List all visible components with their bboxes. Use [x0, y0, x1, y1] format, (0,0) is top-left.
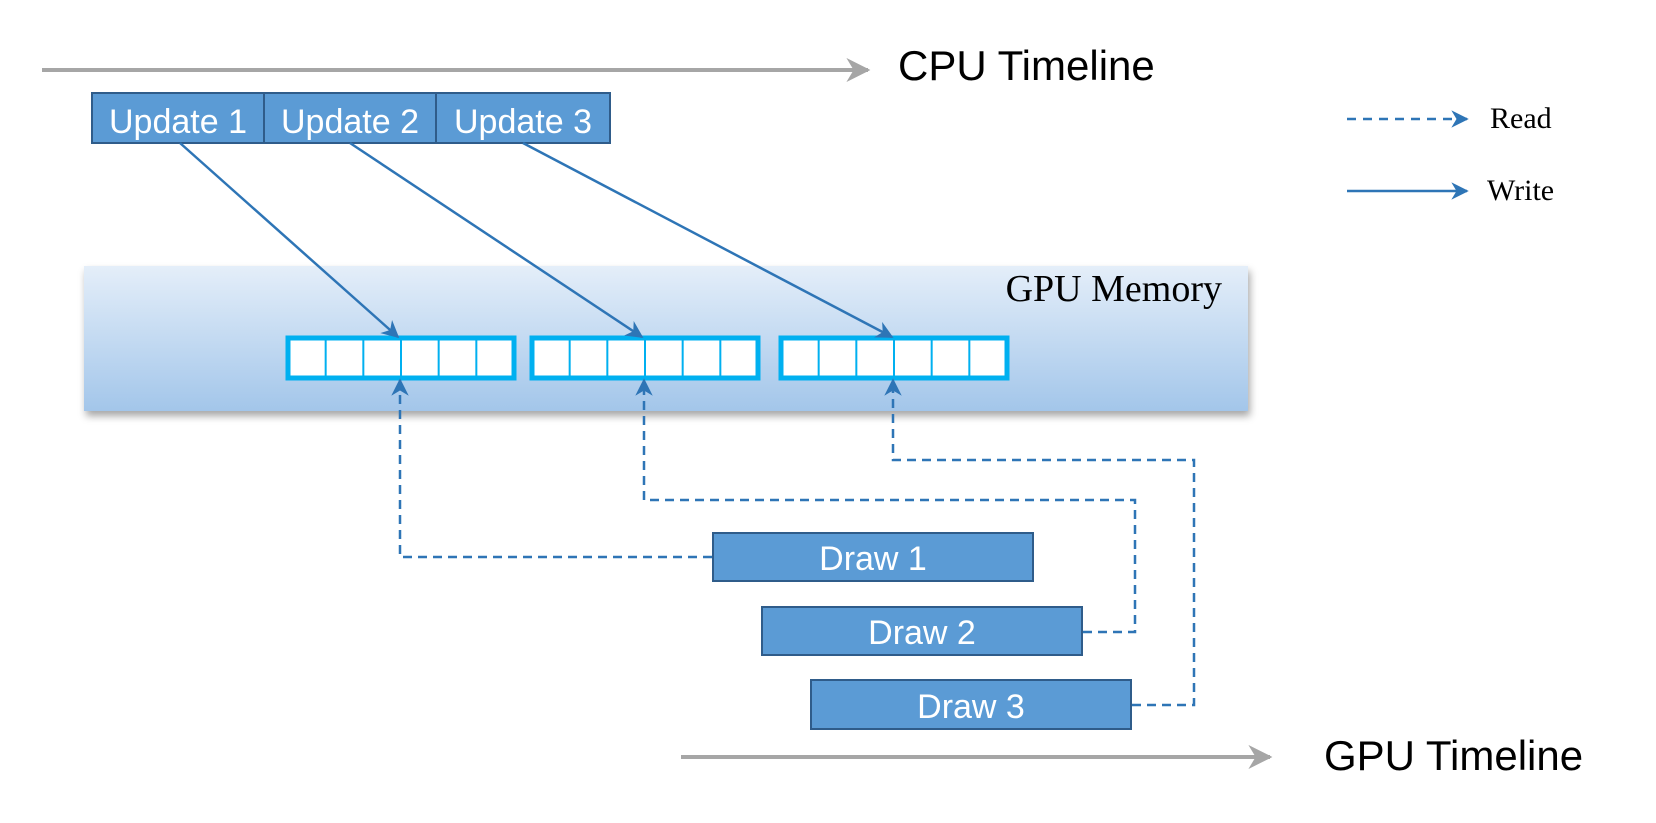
draw-boxes: Draw 1 Draw 2 Draw 3 — [712, 532, 1132, 730]
update-box-2: Update 2 — [263, 92, 437, 144]
draw-label-1: Draw 1 — [819, 540, 927, 578]
gpu-buffer-2 — [529, 335, 761, 381]
draw-box-1: Draw 1 — [712, 532, 1034, 582]
draw-label-2: Draw 2 — [868, 614, 976, 652]
update-label-1: Update 1 — [109, 103, 247, 141]
update-label-2: Update 2 — [281, 103, 419, 141]
gpu-memory-panel: GPU Memory — [84, 266, 1248, 411]
read-arrow-2 — [635, 378, 1137, 634]
gpu-timeline-label: GPU Timeline — [1324, 732, 1583, 779]
update-box-1: Update 1 — [91, 92, 265, 144]
legend-write-label: Write — [1487, 174, 1554, 207]
gpu-timeline: GPU Timeline — [681, 732, 1583, 779]
write-arrows — [179, 141, 894, 339]
gpu-buffer-1 — [285, 335, 517, 381]
cpu-timeline: CPU Timeline — [42, 42, 1155, 89]
write-arrow-3 — [522, 141, 894, 339]
cpu-timeline-label: CPU Timeline — [898, 42, 1155, 89]
gpu-buffer-3 — [778, 335, 1010, 381]
update-box-3: Update 3 — [435, 92, 611, 144]
legend: Read Write — [1347, 102, 1554, 207]
write-arrow-1 — [179, 142, 400, 339]
draw-box-2: Draw 2 — [761, 606, 1083, 656]
draw-box-3: Draw 3 — [810, 679, 1132, 730]
update-label-3: Update 3 — [454, 103, 592, 141]
read-arrows — [391, 378, 1196, 707]
gpu-memory-label: GPU Memory — [1006, 268, 1222, 310]
write-arrow-2 — [349, 141, 644, 339]
update-boxes: Update 1 Update 2 Update 3 — [91, 92, 611, 144]
legend-read-label: Read — [1490, 102, 1552, 135]
draw-label-3: Draw 3 — [917, 688, 1025, 726]
gpu-buffers — [285, 335, 1010, 381]
read-arrow-3 — [884, 378, 1196, 707]
